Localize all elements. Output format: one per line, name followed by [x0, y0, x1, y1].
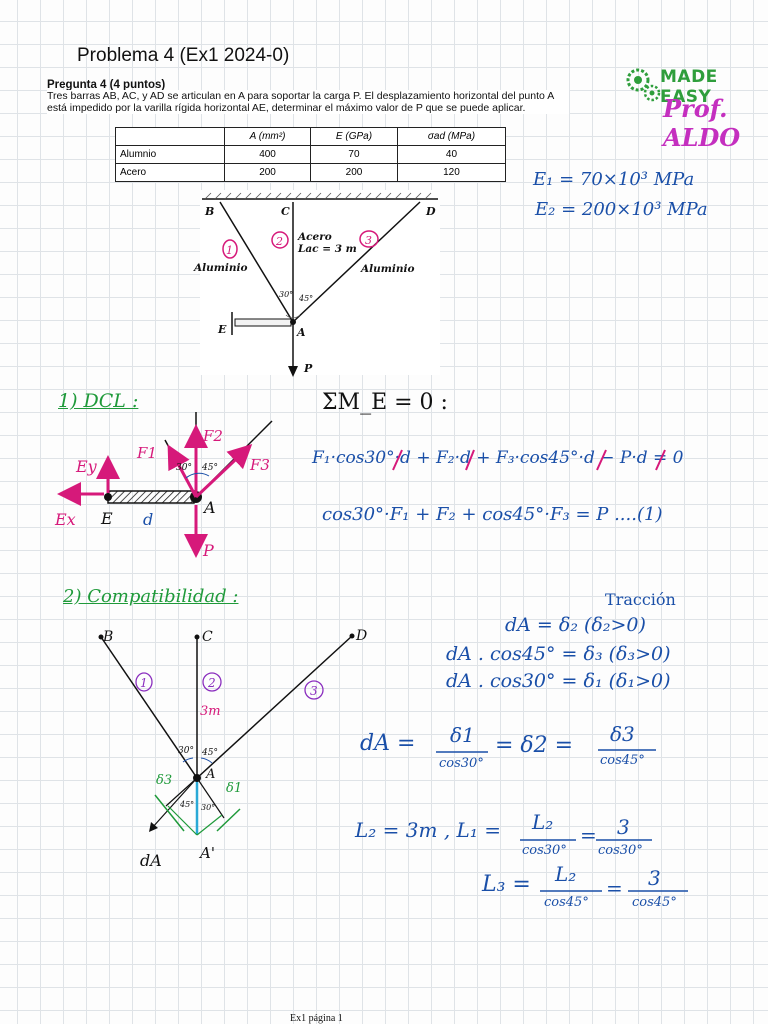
da-eq-mid: = δ2 =	[495, 733, 574, 758]
compat-length-3m: 3m	[200, 704, 221, 719]
bar-ab	[219, 201, 294, 323]
label-e: E	[100, 509, 113, 528]
dcl-heading: 1) DCL :	[58, 390, 139, 412]
node-label-e: E	[217, 323, 227, 336]
compatibility-heading: 2) Compatibilidad :	[63, 586, 239, 607]
length-l3-eq: =	[606, 876, 623, 900]
compat-bar-2: 2	[207, 676, 216, 690]
node-label-c: C	[281, 205, 290, 218]
compat-label-d: D	[355, 628, 367, 644]
acero-length-label: Lac = 3 m	[297, 243, 357, 255]
equilibrium-equation-1: cos30°·F₁ + F₂ + cos45°·F₃ = P ....(1)	[322, 504, 663, 525]
length-l3-num: L₂	[555, 862, 577, 886]
bar-number-1: 1	[226, 244, 233, 257]
compat-label-a-prime: A'	[198, 844, 215, 862]
compat-angle-45-bottom: 45°	[179, 800, 194, 809]
label-ey: Ey	[75, 457, 98, 476]
compat-angle-45: 45°	[201, 748, 218, 758]
length-l3-den2: cos45°	[632, 895, 677, 910]
question-text: Tres barras AB, AC, y AD se articulan en…	[47, 90, 569, 114]
label-d: d	[143, 510, 153, 529]
compat-label-b: B	[102, 629, 113, 645]
node-label-b: B	[204, 205, 214, 218]
length-l1-left: L₂ = 3m , L₁ =	[355, 818, 501, 842]
page-title: Problema 4 (Ex1 2024-0)	[77, 45, 290, 66]
length-l3-den: cos45°	[544, 895, 589, 910]
table-cell: 120	[396, 163, 507, 182]
label-a: A	[202, 498, 216, 517]
aluminio-left-label: Aluminio	[193, 262, 248, 274]
moment-equation-expanded: F₁·cos30°·d + F₂·d + F₃·cos45°·d − P·d =…	[312, 448, 684, 468]
label-ex: Ex	[54, 510, 76, 529]
table-cell: 200	[223, 163, 312, 182]
compat-bar-3: 3	[310, 684, 318, 698]
acero-label: Acero	[297, 231, 332, 243]
modulus-e2: E₂ = 200×10³ MPa	[535, 199, 708, 220]
da-eq-left: dA =	[360, 731, 416, 756]
compat-angle-30-bottom: 30°	[201, 803, 215, 812]
node-label-d: D	[425, 205, 436, 218]
table-header-row: A (mm²) E (GPa) σad (MPa)	[115, 127, 507, 146]
compat-relation-3: dA . cos30° = δ₁ (δ₁>0)	[446, 670, 671, 692]
length-l1-eq: =	[580, 823, 597, 847]
compat-relation-2: dA . cos45° = δ₃ (δ₃>0)	[446, 643, 671, 665]
compat-delta-1: δ1	[226, 781, 242, 796]
table-row: Acero 200 200 120	[115, 163, 507, 182]
aluminio-right-label: Aluminio	[360, 263, 415, 275]
da-eq-den-1: cos30°	[439, 756, 484, 771]
properties-table: A (mm²) E (GPa) σad (MPa) Alumnio 400 70…	[115, 127, 507, 182]
label-f2: F2	[202, 427, 223, 445]
compat-relation-1: dA = δ₂ (δ₂>0)	[505, 614, 646, 636]
label-p: P	[202, 541, 214, 560]
label-f3: F3	[249, 456, 270, 474]
logo-sub-text: Prof. ALDO	[663, 94, 741, 152]
compat-label-a: A	[205, 767, 215, 782]
compat-angle-30: 30°	[178, 746, 194, 756]
bar-number-3: 3	[365, 234, 372, 247]
modulus-e1: E₁ = 70×10³ MPa	[533, 169, 695, 190]
page-footer: Ex1 página 1	[290, 1013, 343, 1024]
load-arrow	[288, 366, 298, 377]
length-l3-left: L₃ =	[482, 872, 531, 897]
label-30: 30°	[176, 463, 192, 473]
da-eq-num-3: δ3	[610, 722, 635, 746]
label-45: 45°	[201, 463, 218, 473]
compat-label-c: C	[202, 629, 213, 645]
label-f1: F1	[136, 444, 157, 462]
moment-equation: ΣM_E = 0 :	[322, 390, 448, 415]
traccion-label: Tracción	[605, 590, 676, 609]
compat-label-da: dA	[140, 851, 162, 870]
angle-45-label: 45°	[298, 294, 313, 303]
da-eq-num-1: δ1	[450, 723, 475, 747]
length-l1-den: cos30°	[522, 843, 567, 858]
da-eq-den-3: cos45°	[600, 753, 645, 768]
length-l3-num2: 3	[648, 866, 661, 890]
question-header: Pregunta 4 (4 puntos)	[47, 79, 166, 91]
angle-30-label: 30°	[279, 290, 293, 299]
compat-delta-3: δ3	[156, 773, 172, 788]
node-label-p: P	[303, 362, 313, 375]
length-l1-num: L₂	[532, 810, 554, 834]
node-label-a: A	[296, 326, 306, 339]
bar-ad	[292, 201, 421, 323]
bar-number-2: 2	[275, 235, 283, 248]
compat-bar-1: 1	[140, 676, 148, 690]
length-l1-den2: cos30°	[598, 843, 643, 858]
logo-main-text: MADE EASY	[660, 67, 718, 107]
length-l1-num2: 3	[617, 815, 630, 839]
